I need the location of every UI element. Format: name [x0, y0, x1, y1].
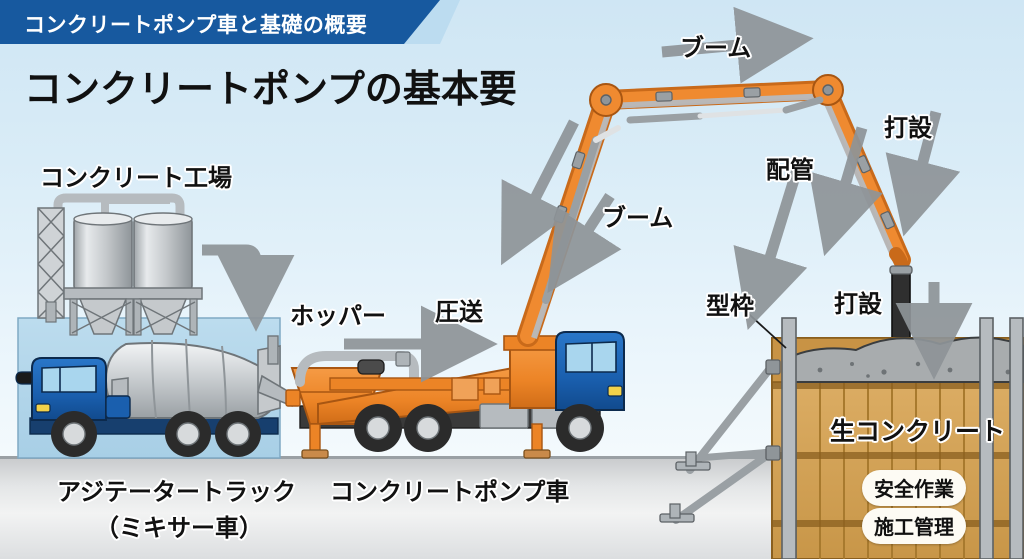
header-banner-label: コンクリートポンプ車と基礎の概要: [24, 14, 368, 37]
arrow-placement-upper: [809, 126, 883, 257]
ground-line: [0, 456, 1024, 459]
label-placement-lower: 打設: [834, 291, 882, 318]
label-concrete-plant: コンクリート工場: [40, 165, 232, 192]
page-title: コンクリートポンプの基本要: [24, 69, 517, 111]
label-hopper: ホッパー: [290, 303, 386, 330]
arrow-plant-to-mixer: [202, 244, 295, 332]
label-pressure-feed: 圧送: [435, 299, 483, 326]
arrow-boom-top: [661, 6, 814, 84]
label-agitator-truck: アジテータートラック: [57, 479, 297, 506]
badge-safe-work: 安全作業: [862, 470, 966, 506]
label-boom-top: ブーム: [680, 35, 752, 62]
label-piping: 配管: [766, 157, 814, 184]
arrow-boom-left-1: [501, 119, 579, 266]
label-fresh-concrete: 生コンクリート: [830, 418, 1006, 446]
label-placement-upper: 打設: [884, 115, 932, 142]
arrow-boom-left-2: [547, 193, 622, 294]
label-formwork: 型枠: [706, 293, 754, 320]
badge-site-management: 施工管理: [862, 508, 966, 544]
arrow-placement-right: [885, 110, 961, 237]
label-pump-truck: コンクリートポンプ車: [330, 479, 570, 506]
agitator-mixer-truck: [15, 335, 297, 457]
header-banner: [0, 0, 440, 44]
label-boom-mid: ブーム: [602, 205, 674, 232]
concrete-pump-truck: [285, 331, 625, 459]
arrow-piping: [733, 158, 808, 330]
label-mixer-truck: （ミキサー車）: [95, 515, 263, 542]
